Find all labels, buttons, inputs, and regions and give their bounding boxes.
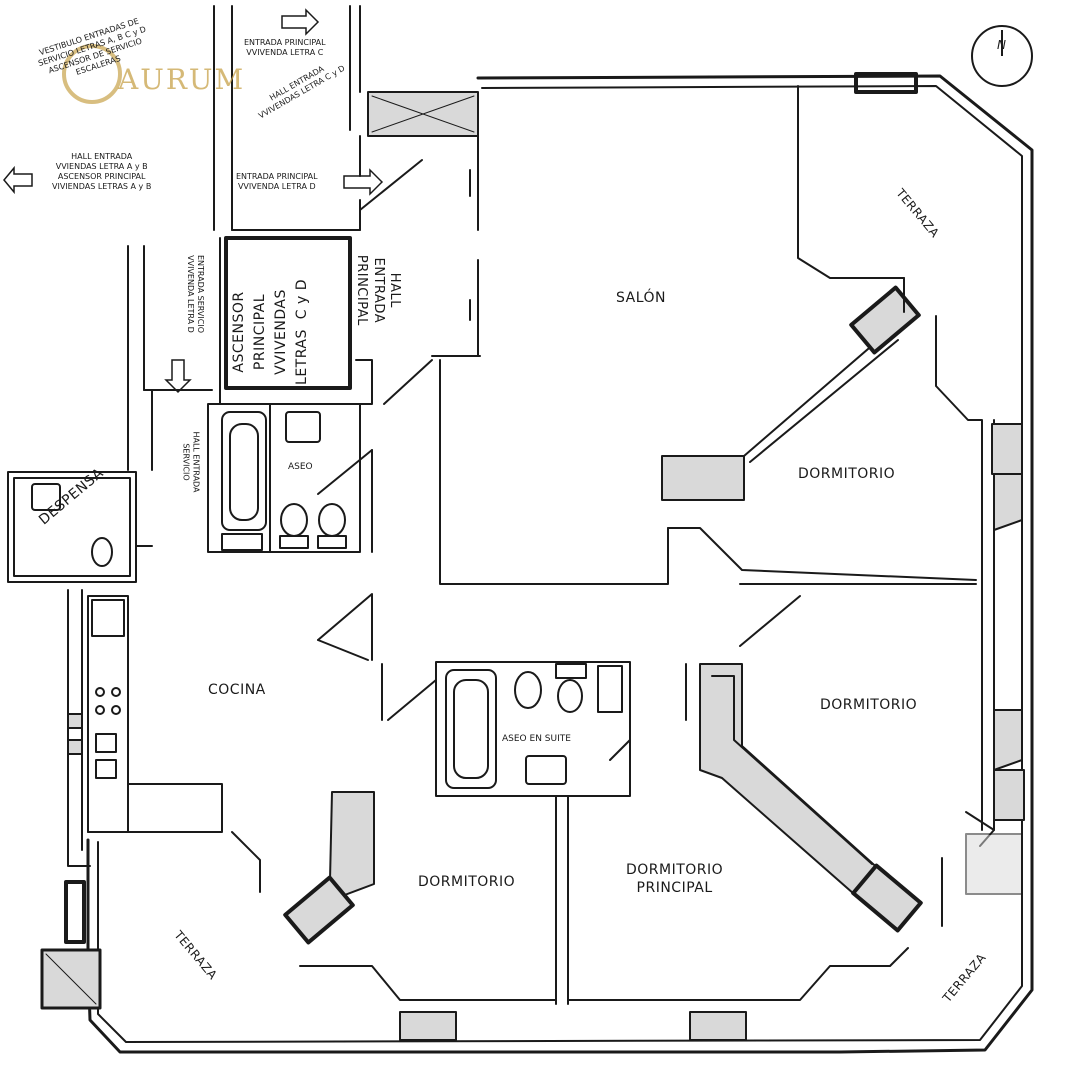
room-salon: SALÓN — [616, 290, 667, 306]
bathtub — [221, 411, 267, 531]
room-dormitorio-3: DORMITORIO — [418, 874, 516, 890]
logo-mark — [62, 44, 122, 104]
note-entrada-servicio-d: ENTRADA SERVICIO VVIVENDA LETRA D — [186, 255, 205, 333]
aseo-room — [207, 403, 361, 553]
room-hall-principal: HALL ENTRADA PRINCIPAL — [354, 254, 402, 326]
room-aseo: ASEO — [288, 462, 313, 472]
arrow-right-top — [281, 8, 320, 36]
note-hall-servicio: HALL ENTRADA SERVICIO — [181, 431, 201, 493]
room-cocina: COCINA — [208, 682, 266, 698]
arrow-left — [3, 165, 33, 195]
kitchen-window — [64, 880, 86, 944]
closet-se — [851, 863, 923, 933]
kitchen-counter — [87, 595, 129, 833]
note-entrada-d: ENTRADA PRINCIPAL VVIVENDA LETRA D — [236, 172, 318, 191]
note-hall-ab: HALL ENTRADA VVIENDAS LETRA A y B ASCENS… — [52, 152, 152, 191]
room-dormitorio-2: DORMITORIO — [820, 697, 918, 713]
aseo-suite-room — [435, 661, 631, 797]
arrow-right-mid — [343, 168, 384, 196]
room-aseo-suite: ASEO EN SUITE — [502, 734, 571, 744]
kitchen-wall — [67, 589, 91, 867]
lift-cd — [224, 236, 352, 390]
note-entrada-c: ENTRADA PRINCIPAL VVIVENDA LETRA C — [244, 38, 326, 57]
room-ascensor-cd: ASCENSOR PRINCIPAL VVIVENDAS LETRAS C y … — [230, 279, 310, 385]
compass-label: N — [997, 38, 1006, 52]
despensa-room — [7, 471, 137, 583]
closet-salon — [661, 455, 745, 501]
salon-wall — [439, 359, 669, 585]
outer-wall-inner — [97, 85, 1023, 1043]
room-dormitorio-1: DORMITORIO — [798, 466, 896, 482]
north-window — [854, 72, 918, 94]
compass — [971, 25, 1033, 87]
closet-sw — [329, 791, 375, 897]
logo-text: AURUM — [118, 63, 246, 96]
room-dormitorio-principal: DORMITORIO PRINCIPAL — [626, 862, 724, 896]
closet-ne — [849, 285, 921, 355]
suite-bathtub — [445, 669, 497, 789]
arrow-down — [164, 359, 192, 394]
